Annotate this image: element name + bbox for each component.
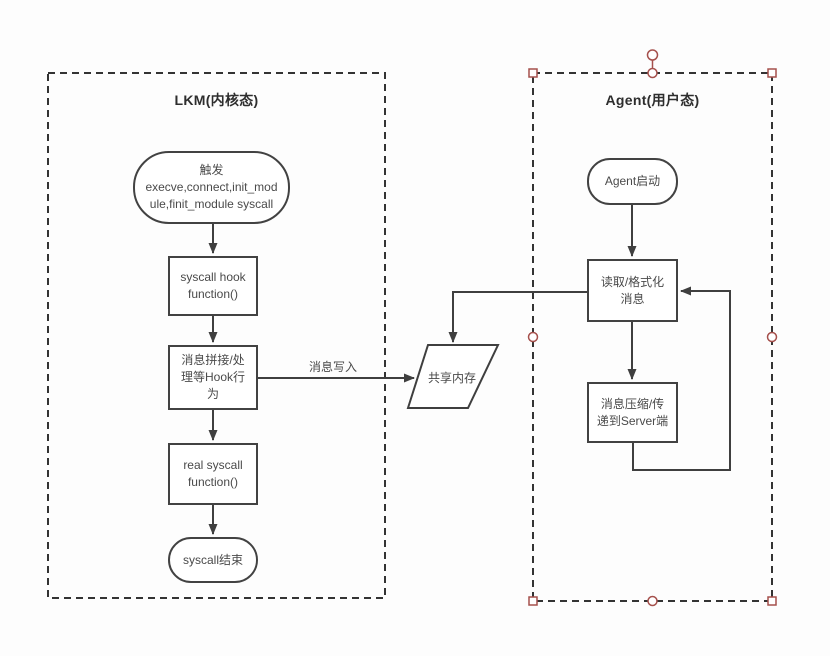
selection-handle-bottom-right[interactable]	[767, 596, 777, 606]
selection-handle-top-center[interactable]	[647, 67, 658, 79]
edge-label-message-write: 消息写入	[308, 360, 357, 374]
node-syscall-end[interactable]: syscall结束	[168, 537, 258, 583]
selection-handle-middle-left[interactable]	[527, 331, 539, 343]
node-message-hook-behavior[interactable]: 消息拼接/处 理等Hook行 为	[168, 345, 258, 410]
node-compress-send-server[interactable]: 消息压缩/传 递到Server端	[587, 382, 678, 443]
selection-handle-top-right[interactable]	[767, 68, 777, 78]
lkm-group-frame[interactable]	[47, 72, 386, 599]
lkm-group-title: LKM(内核态)	[174, 92, 259, 108]
shared-memory-label: 共享内存	[427, 371, 476, 385]
connector-compress-loop-to-read[interactable]	[632, 286, 731, 471]
selection-handle-bottom-center[interactable]	[647, 595, 658, 607]
shared-memory-node[interactable]	[406, 344, 500, 409]
rotation-handle[interactable]	[646, 49, 659, 61]
node-real-syscall-function[interactable]: real syscall function()	[168, 443, 258, 505]
node-syscall-hook-function[interactable]: syscall hook function()	[168, 256, 258, 316]
node-read-format-message[interactable]: 读取/格式化 消息	[587, 259, 678, 322]
node-trigger-syscall[interactable]: 触发 execve,connect,init_mod ule,finit_mod…	[133, 151, 290, 224]
node-agent-start[interactable]: Agent启动	[587, 158, 678, 205]
connector-read-to-sharedmem[interactable]	[448, 291, 587, 343]
agent-group-title: Agent(用户态)	[605, 92, 700, 108]
selection-handle-middle-right[interactable]	[766, 331, 778, 343]
agent-group-frame[interactable]	[532, 72, 773, 602]
selection-handle-bottom-left[interactable]	[528, 596, 538, 606]
selection-handle-top-left[interactable]	[528, 68, 538, 78]
